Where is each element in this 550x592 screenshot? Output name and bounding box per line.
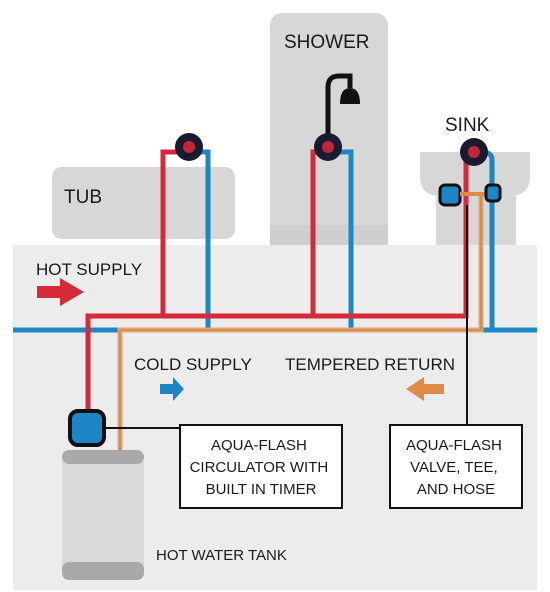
hot-water-tank <box>62 450 144 580</box>
aqua-flash-valve-hot <box>438 183 462 207</box>
hot-water-tank-label: HOT WATER TANK <box>156 547 287 564</box>
aqua-flash-valve-cold <box>484 183 502 203</box>
hot-supply-arrow-icon <box>37 278 84 306</box>
sink-label: SINK <box>445 115 490 136</box>
tempered-return-arrow-icon <box>406 377 444 401</box>
shower-head-icon <box>325 73 353 140</box>
tempered-return-label: TEMPERED RETURN <box>285 355 455 374</box>
tub-body <box>52 167 235 239</box>
shower-label: SHOWER <box>284 32 370 53</box>
cold-supply-arrow-icon <box>160 377 184 401</box>
valve-callout-box <box>389 424 523 509</box>
hot-supply-label: HOT SUPPLY <box>36 260 142 279</box>
valve-callout-text: AQUA-FLASH VALVE, TEE, AND HOSE <box>406 437 506 498</box>
callout-leaders <box>104 205 468 429</box>
cold-supply-label: COLD SUPPLY <box>134 355 252 374</box>
tub-label: TUB <box>64 187 102 208</box>
shower-head-rose <box>340 88 360 104</box>
aqua-flash-circulator-icon <box>68 409 106 447</box>
shower-base <box>270 225 388 245</box>
circulator-callout-text: AQUA-FLASH CIRCULATOR WITH BUILT IN TIME… <box>190 437 333 498</box>
circulator-callout-box <box>179 424 343 509</box>
